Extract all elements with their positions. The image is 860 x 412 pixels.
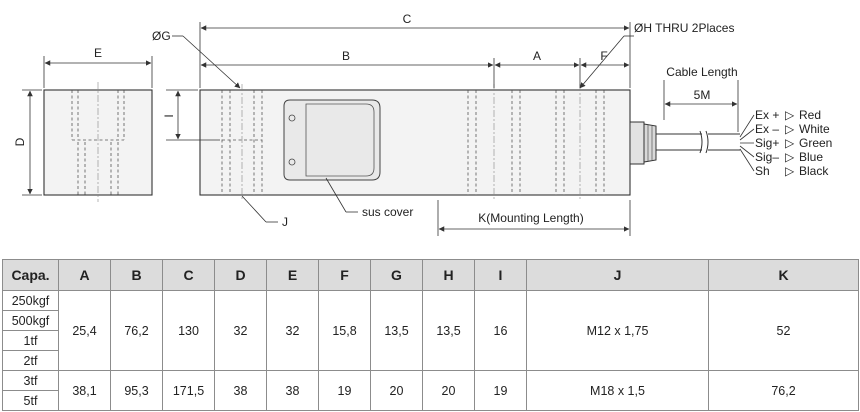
capacity-cell: 250kgf: [2, 290, 59, 311]
wire-arrow-glyph: ▷: [785, 150, 795, 164]
wire-row: Sh ▷ Black: [755, 164, 829, 178]
header-c: C: [162, 259, 215, 291]
wire-arrow-glyph: ▷: [785, 164, 795, 178]
dim-g-label: ØG: [152, 29, 171, 43]
sus-cover: [283, 99, 381, 181]
end-view: E D: [13, 46, 153, 202]
wire-row: Sig+ ▷ Green: [755, 136, 832, 150]
wire-color: Red: [799, 108, 821, 122]
wire-row: Ex + ▷ Red: [755, 108, 821, 122]
table-row: 5tf: [2, 390, 859, 411]
load-cell-drawing: E D: [13, 12, 832, 236]
value-cell: 95,3: [110, 370, 163, 411]
header-g: G: [370, 259, 423, 291]
value-cell: 20: [422, 370, 475, 411]
dim-f-label: F: [600, 49, 607, 63]
table-row: 250kgf 25,4 76,2 130 32 32 15,8 13,5 13,…: [2, 290, 859, 371]
value-cell: 19: [318, 370, 371, 411]
value-cell: 76,2: [110, 290, 163, 371]
wire-signal: Ex –: [755, 122, 779, 136]
dim-j-label: J: [282, 215, 288, 229]
value-cell: 130: [162, 290, 215, 371]
wire-color: White: [799, 122, 830, 136]
wire-signal: Sig+: [755, 136, 779, 150]
wire-color: Green: [799, 136, 832, 150]
capacity-cell: 3tf: [2, 370, 59, 391]
header-capa: Capa.: [2, 259, 59, 291]
header-h: H: [422, 259, 475, 291]
header-d: D: [214, 259, 267, 291]
spec-table: Capa. A B C D E F G H I J K 250kgf 25,4 …: [2, 259, 859, 411]
value-cell: M12 x 1,75: [526, 290, 709, 371]
value-cell: 32: [214, 290, 267, 371]
value-cell: 19: [474, 370, 527, 411]
value-cell: 15,8: [318, 290, 371, 371]
header-k: K: [708, 259, 859, 291]
cable-gland: [629, 121, 645, 165]
wire-row: Sig– ▷ Blue: [755, 150, 823, 164]
table-row: 3tf 38,1 95,3 171,5 38 38 19 20 20 19 M1…: [2, 370, 859, 411]
wire-legend: Ex + ▷ Red Ex – ▷ White Sig+ ▷ Green Sig…: [755, 108, 832, 178]
value-cell: 25,4: [58, 290, 111, 371]
wire-arrow-glyph: ▷: [785, 136, 795, 150]
value-cell: 13,5: [422, 290, 475, 371]
wire-signal: Sig–: [755, 150, 779, 164]
value-cell: 32: [266, 290, 319, 371]
sus-cover-label: sus cover: [362, 205, 413, 219]
wire-color: Black: [799, 164, 829, 178]
dim-i-label: I: [162, 114, 176, 117]
dim-k-label: K(Mounting Length): [478, 211, 583, 225]
header-a: A: [58, 259, 111, 291]
value-cell: 16: [474, 290, 527, 371]
dim-e-label: E: [94, 46, 102, 60]
header-b: B: [110, 259, 163, 291]
value-cell: 38: [266, 370, 319, 411]
capacity-cell: 2tf: [2, 350, 59, 371]
header-i: I: [474, 259, 527, 291]
table-row: 500kgf: [2, 310, 859, 331]
value-cell: 76,2: [708, 370, 859, 411]
side-view: C B A F ØG ØH THRU 2Places I J sus cover: [152, 12, 755, 236]
header-j: J: [526, 259, 709, 291]
dim-c-label: C: [403, 12, 412, 26]
table-header-row: Capa. A B C D E F G H I J K: [2, 259, 859, 291]
capacity-cell: 1tf: [2, 330, 59, 351]
value-cell: 38,1: [58, 370, 111, 411]
wire-arrow-glyph: ▷: [785, 108, 795, 122]
header-f: F: [318, 259, 371, 291]
capacity-cell: 500kgf: [2, 310, 59, 331]
dim-a-label: A: [533, 49, 541, 63]
wire-row: Ex – ▷ White: [755, 122, 830, 136]
wire-signal: Ex +: [755, 108, 779, 122]
wire-signal: Sh: [755, 164, 770, 178]
cable-length-label: Cable Length: [666, 65, 737, 79]
wire-arrow-glyph: ▷: [785, 122, 795, 136]
wire-color: Blue: [799, 150, 823, 164]
dim-h-label: ØH THRU 2Places: [634, 21, 734, 35]
capacity-cell: 5tf: [2, 390, 59, 411]
value-cell: 38: [214, 370, 267, 411]
dim-b-label: B: [342, 49, 350, 63]
value-cell: M18 x 1,5: [526, 370, 709, 411]
value-cell: 171,5: [162, 370, 215, 411]
value-cell: 20: [370, 370, 423, 411]
cable: [656, 133, 702, 151]
cable-5m-label: 5M: [694, 88, 711, 102]
value-cell: 52: [708, 290, 859, 371]
dim-d-label: D: [13, 137, 27, 146]
header-e: E: [266, 259, 319, 291]
value-cell: 13,5: [370, 290, 423, 371]
